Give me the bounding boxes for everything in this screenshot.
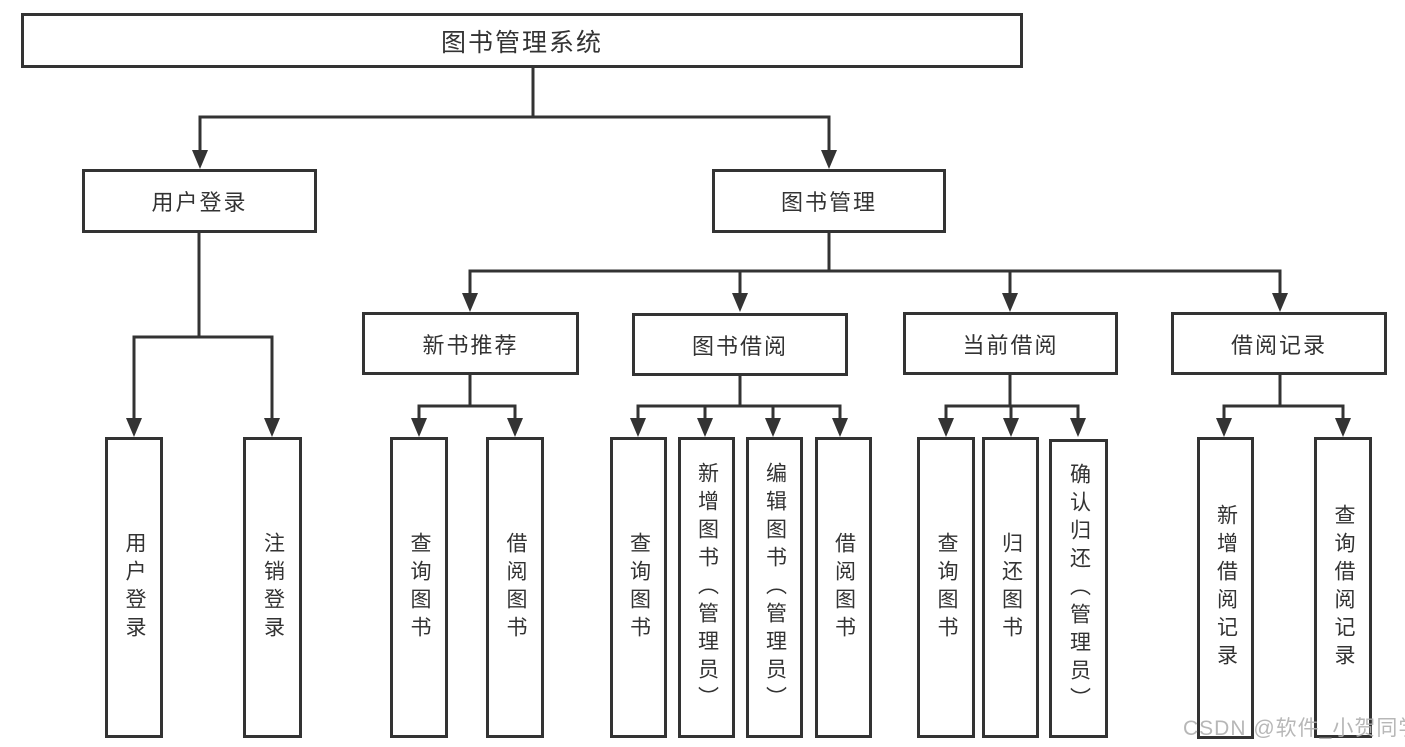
leaf-edit-books-admin: 编辑图书（管理员） xyxy=(746,437,803,738)
leaf-query-borrow-record: 查询借阅记录 xyxy=(1314,437,1372,738)
leaf-logout-login: 注销登录 xyxy=(243,437,302,738)
node-borrowing-records: 借阅记录 xyxy=(1171,312,1387,375)
node-label: 新增借阅记录 xyxy=(1214,504,1238,672)
leaf-confirm-return-admin: 确认归还（管理员） xyxy=(1049,439,1108,738)
node-book-management: 图书管理 xyxy=(712,169,946,233)
node-label: 当前借阅 xyxy=(962,332,1059,358)
leaf-query-books-current: 查询图书 xyxy=(917,437,975,738)
node-label: 查询借阅记录 xyxy=(1332,503,1356,672)
node-label: 用户登录 xyxy=(123,531,147,644)
node-book-management-system: 图书管理系统 xyxy=(21,13,1023,68)
connector-current-borrowing-children xyxy=(938,373,1086,437)
node-label: 确认归还（管理员） xyxy=(1067,462,1091,715)
leaf-borrow-books-borrowing: 借阅图书 xyxy=(815,437,872,738)
connector-book-borrowing-children xyxy=(630,374,848,437)
connector-user-login-children xyxy=(126,231,280,437)
leaf-return-books: 归还图书 xyxy=(982,437,1039,738)
connector-borrowing-records-children xyxy=(1216,373,1351,437)
node-label: 图书管理系统 xyxy=(440,28,603,57)
leaf-add-borrow-record: 新增借阅记录 xyxy=(1197,437,1254,739)
node-current-borrowing: 当前借阅 xyxy=(903,312,1118,375)
node-label: 查询图书 xyxy=(408,531,432,644)
node-label: 用户登录 xyxy=(151,190,248,215)
node-label: 查询图书 xyxy=(935,531,959,644)
node-book-borrowing: 图书借阅 xyxy=(632,313,848,376)
leaf-query-books-recommendation: 查询图书 xyxy=(390,437,448,738)
node-label: 归还图书 xyxy=(999,531,1023,644)
connector-root-to-children xyxy=(192,64,837,169)
node-label: 图书借阅 xyxy=(691,333,788,359)
node-label: 借阅图书 xyxy=(504,531,528,644)
leaf-query-books-borrowing: 查询图书 xyxy=(610,437,667,738)
node-label: 编辑图书（管理员） xyxy=(763,461,787,714)
connector-new-book-recommendation-children xyxy=(411,373,523,437)
connector-book-management-children xyxy=(462,231,1288,312)
leaf-borrow-books-recommendation: 借阅图书 xyxy=(486,437,544,738)
csdn-watermark: CSDN @软件_小贺同学 xyxy=(1183,717,1405,740)
node-label: 借阅记录 xyxy=(1230,332,1327,358)
node-label: 新增图书（管理员） xyxy=(695,461,719,714)
leaf-add-books-admin: 新增图书（管理员） xyxy=(678,437,735,738)
node-label: 图书管理 xyxy=(780,190,877,215)
node-label: 注销登录 xyxy=(261,531,285,644)
node-label: 借阅图书 xyxy=(832,531,856,644)
node-label: 查询图书 xyxy=(627,531,651,644)
node-label: 新书推荐 xyxy=(422,332,519,358)
node-user-login: 用户登录 xyxy=(82,169,317,233)
node-new-book-recommendation: 新书推荐 xyxy=(362,312,579,375)
leaf-user-login: 用户登录 xyxy=(105,437,163,738)
